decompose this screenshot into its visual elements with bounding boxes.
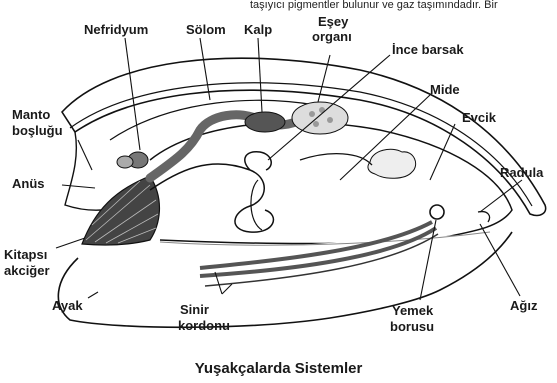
- label-sinir-line2: kordonu: [178, 318, 230, 333]
- label-yemek-line2: borusu: [390, 319, 434, 334]
- label-ayak: Ayak: [52, 298, 83, 313]
- label-radula: Radula: [500, 165, 543, 180]
- gonad: [292, 102, 348, 134]
- mouth-ring: [430, 205, 444, 219]
- label-esey-line2: organı: [312, 29, 352, 44]
- label-esey-line1: Eşey: [318, 14, 348, 29]
- label-mide: Mide: [430, 82, 460, 97]
- digestive-gland: [368, 149, 416, 178]
- label-anus: Anüs: [12, 176, 45, 191]
- label-ince-barsak: İnce barsak: [392, 42, 464, 57]
- label-agiz: Ağız: [510, 298, 537, 313]
- label-kalp: Kalp: [244, 22, 272, 37]
- label-yemek-line1: Yemek: [392, 303, 433, 318]
- label-nefridyum: Nefridyum: [84, 22, 148, 37]
- diagram-title: Yuşakçalarda Sistemler: [0, 360, 557, 377]
- label-kitapsi-line2: akciğer: [4, 263, 50, 278]
- label-kitapsi-line1: Kitapsı: [4, 247, 47, 262]
- visceral-mass-outline: [150, 122, 512, 243]
- label-manto-line2: boşluğu: [12, 123, 63, 138]
- label-manto-line1: Manto: [12, 107, 50, 122]
- foot-outline: [58, 232, 512, 327]
- radula: [478, 212, 490, 222]
- label-evcik: Evcik: [462, 110, 496, 125]
- heart: [245, 112, 285, 132]
- label-sinir-line1: Sinir: [180, 302, 209, 317]
- label-solom: Sölom: [186, 22, 226, 37]
